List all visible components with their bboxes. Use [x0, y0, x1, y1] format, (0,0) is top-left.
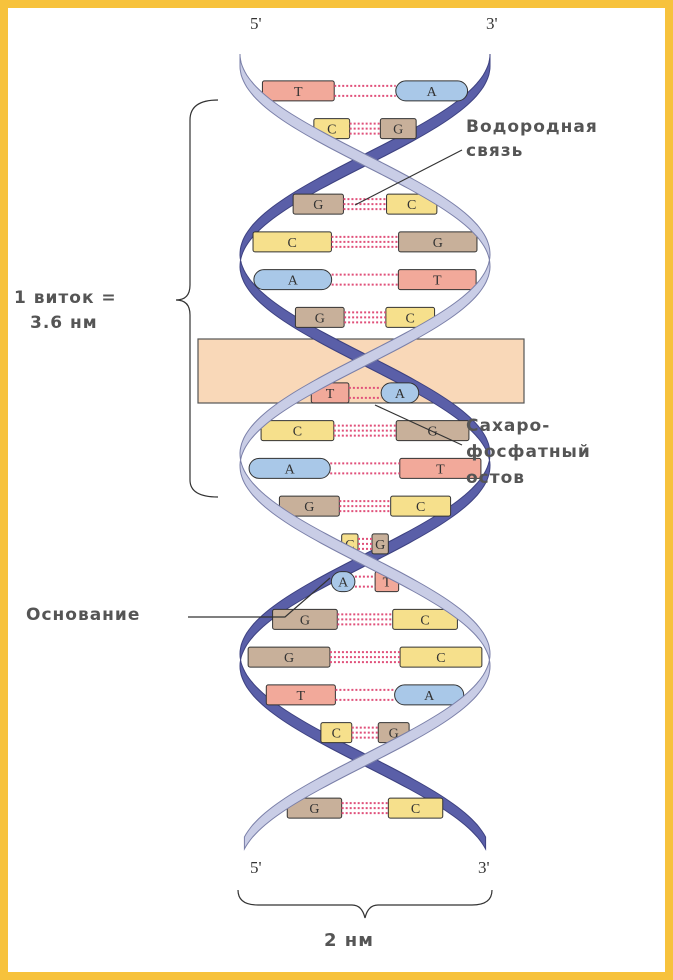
bottom-right-end-label: 3'	[478, 858, 490, 878]
base-letter: C	[332, 727, 341, 742]
base-label: Основание	[26, 604, 140, 626]
base-letter: G	[309, 802, 319, 817]
base-letter: G	[315, 311, 325, 326]
base-letter: G	[433, 236, 443, 251]
hydrogen-bond-label-line2: связь	[466, 140, 523, 162]
base-letter: C	[411, 802, 420, 817]
backbone-label-line2: фосфатный	[466, 441, 591, 463]
turn-brace	[176, 100, 218, 497]
front-strand	[240, 54, 490, 849]
backbone-label-line3: остов	[466, 467, 525, 489]
base-letter: G	[300, 613, 310, 628]
base-letter: G	[427, 425, 437, 440]
base-letter: T	[294, 85, 303, 100]
base-letter: G	[284, 651, 294, 666]
base-letter: T	[433, 274, 442, 289]
base-letter: A	[285, 462, 296, 477]
base-letter: G	[375, 538, 385, 553]
hydrogen-bond-label-line1: Водородная	[466, 116, 598, 138]
turn-label-line2: 3.6 нм	[30, 312, 98, 334]
base-letter: C	[420, 613, 429, 628]
base-letter: C	[407, 198, 416, 213]
back-strand	[240, 54, 490, 849]
backbone-label-line1: Сахаро-	[466, 415, 550, 437]
top-right-end-label: 3'	[486, 14, 498, 34]
highlighted-turn-box	[198, 339, 524, 403]
base-letter: A	[338, 576, 349, 591]
top-left-end-label: 5'	[250, 14, 262, 34]
turn-label-line1: 1 виток =	[14, 287, 117, 309]
bottom-left-end-label: 5'	[250, 858, 262, 878]
base-letter: C	[288, 236, 297, 251]
base-letter: T	[436, 462, 445, 477]
base-letter: A	[427, 85, 438, 100]
base-letter: A	[395, 387, 406, 402]
base-letter: G	[313, 198, 323, 213]
base-letter: A	[288, 274, 299, 289]
width-label: 2 нм	[324, 930, 374, 952]
base-letter: T	[297, 689, 306, 704]
base-letter: C	[293, 425, 302, 440]
width-brace	[238, 890, 492, 918]
base-letter: G	[393, 123, 403, 138]
base-letter: G	[304, 500, 314, 515]
base-letter: C	[406, 311, 415, 326]
base-letter: T	[326, 387, 335, 402]
base-letter: C	[436, 651, 445, 666]
base-letter: A	[424, 689, 435, 704]
base-letter: C	[416, 500, 425, 515]
